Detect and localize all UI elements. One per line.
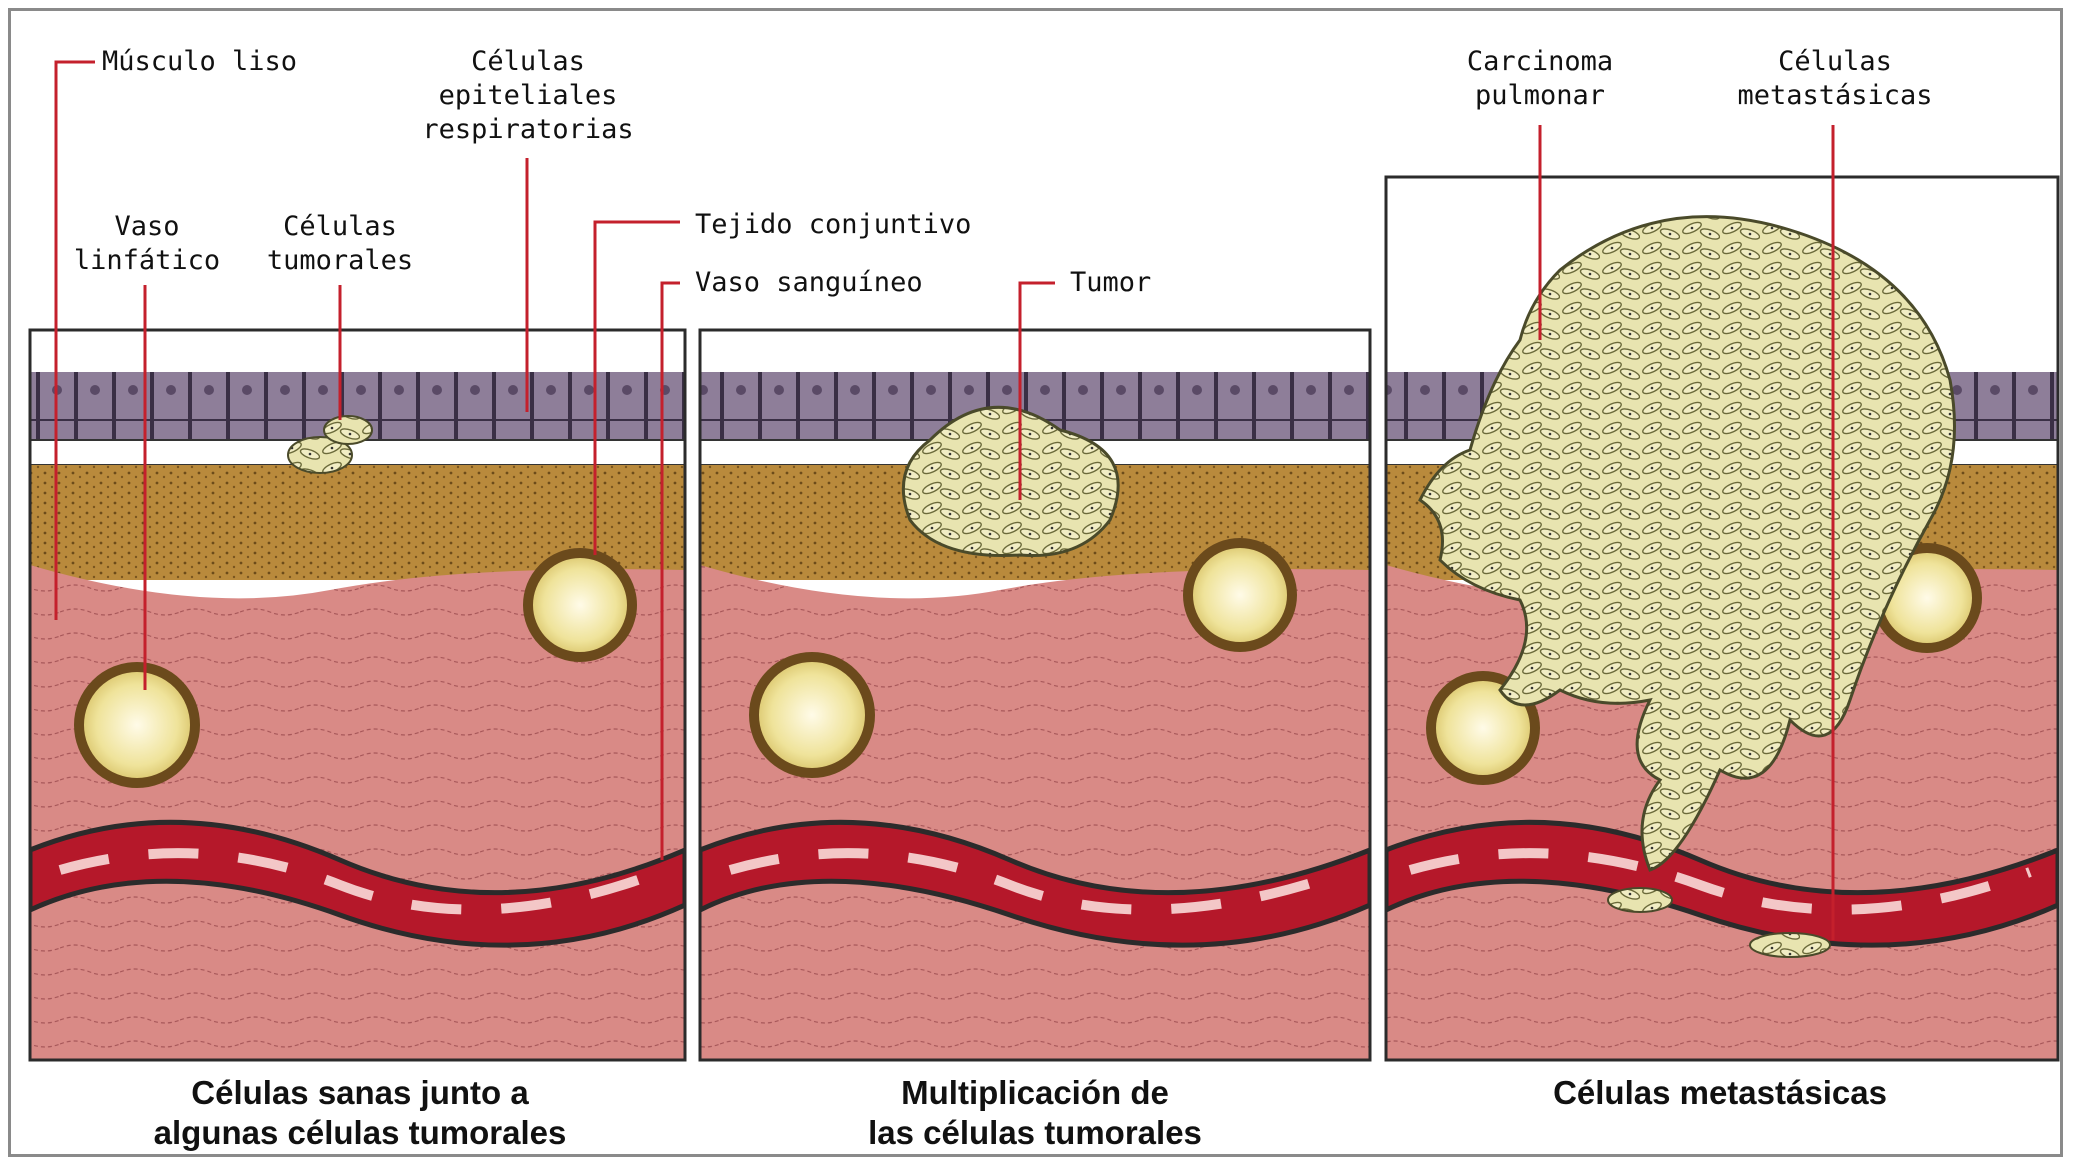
label-celulas-epiteliales: Células epiteliales respiratorias [408,45,648,147]
panel-1-tissue [30,330,685,1060]
label-celulas-metastasicas: Células metastásicas [1725,45,1945,113]
caption-panel-1: Células sanas junto a algunas células tu… [60,1073,660,1153]
label-carcinoma-pulmonar: Carcinoma pulmonar [1440,45,1640,113]
label-musculo-liso: Músculo liso [102,45,297,79]
caption-panel-2: Multiplicación de las células tumorales [735,1073,1335,1153]
label-tejido-conjuntivo: Tejido conjuntivo [695,208,971,242]
metastatic-cell [1750,933,1830,957]
label-tumor: Tumor [1070,266,1151,300]
panel-2-tissue [700,330,1370,1060]
label-vaso-sanguineo: Vaso sanguíneo [695,266,923,300]
label-vaso-linfatico: Vaso linfático [62,210,232,278]
label-celulas-tumorales: Células tumorales [250,210,430,278]
metastatic-cell [1608,888,1672,912]
panel-3-tissue [1386,177,2058,1060]
caption-panel-3: Células metastásicas [1420,1073,2020,1113]
